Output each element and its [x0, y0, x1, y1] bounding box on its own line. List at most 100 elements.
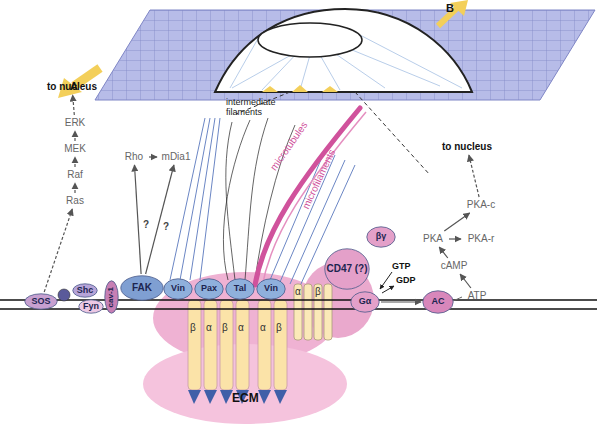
protein-outline [423, 291, 453, 313]
protein-name: AC [432, 297, 445, 306]
signal-arrow [449, 238, 461, 239]
exchange-arrow [382, 286, 394, 293]
edge-label: ? [143, 219, 149, 230]
signal-arrow [73, 95, 75, 115]
integrin-subunits [188, 300, 287, 390]
adaptor-protein [58, 289, 70, 301]
protein-node: Shc [72, 283, 98, 298]
protein-name: Gα [359, 297, 372, 306]
signal-arrow [381, 301, 421, 302]
protein-outline [367, 227, 395, 247]
signal-node: PKA-r [462, 232, 500, 246]
signal-arrow [44, 209, 72, 292]
subunit-label: α [206, 322, 212, 333]
signal-arrow [469, 155, 479, 197]
protein-outline [195, 279, 223, 299]
protein-outline [121, 276, 163, 300]
protein-outline [257, 279, 285, 299]
signal-arrow [74, 131, 75, 141]
signal-name: ERK [65, 118, 86, 129]
substrate-plane [95, 10, 595, 100]
adhesion-patches [262, 85, 338, 92]
signal-arrow [74, 183, 75, 193]
subunit-label: α [295, 286, 301, 297]
protein-name: CD47 (?) [326, 264, 367, 275]
nucleotide-label: GTP [392, 262, 411, 272]
signal-arrow [74, 157, 75, 167]
protein-node: FAK [120, 275, 164, 301]
callout-letter: B [446, 2, 454, 14]
signal-node: ERK [60, 116, 90, 130]
protein-node: Vin [256, 278, 286, 300]
protein-outline [164, 279, 192, 299]
protein-outline [351, 292, 379, 312]
protein-node: AC [422, 290, 454, 314]
protein-outline [25, 294, 57, 309]
signal-name: MEK [64, 144, 86, 155]
protein-node: Tal [225, 278, 255, 300]
structure-label: ECM [232, 392, 259, 405]
subunit-label: β [222, 322, 228, 333]
structure-label: microtubules [268, 120, 310, 173]
signal-arrow [149, 156, 157, 157]
protein-outline [73, 284, 97, 297]
signal-node: Raf [60, 168, 90, 182]
signal-name: PKA [423, 234, 443, 245]
protein-outline [105, 281, 118, 313]
subunit-label: β [276, 322, 282, 333]
signal-name: Rho [125, 152, 143, 163]
protein-outline [79, 300, 103, 313]
nucleotide-label: GDP [396, 276, 416, 286]
exchange-arrow [380, 272, 392, 289]
subunit-label: β [315, 286, 321, 297]
protein-outline [325, 249, 369, 289]
structure-label: intermediate filaments [226, 98, 288, 118]
signal-arrow [439, 247, 448, 258]
signal-name: ATP [468, 291, 487, 302]
signal-node: cAMP [436, 259, 472, 273]
protein-node: βγ [366, 226, 396, 248]
signal-node: mDia1 [158, 150, 194, 164]
signal-arrow [460, 274, 471, 288]
nucleus [258, 23, 362, 57]
protein-node: Gα [350, 291, 380, 313]
protein-node: Vin [163, 278, 193, 300]
signal-node: Rho [120, 150, 148, 164]
protein-name: Fyn [83, 302, 99, 311]
signal-node: MEK [60, 142, 90, 156]
signal-node: Ras [60, 194, 90, 208]
signal-arrow [135, 165, 142, 274]
signal-node: ATP [462, 289, 492, 303]
signal-arrow [146, 165, 174, 274]
signal-name: PKA-c [467, 200, 495, 211]
protein-name: Shc [77, 286, 94, 295]
cell-body [215, 9, 472, 92]
protein-name: βγ [376, 232, 387, 241]
seven-tm-receptor [294, 284, 332, 340]
signal-node: PKA [418, 232, 448, 246]
signal-name: to nucleus [442, 142, 492, 153]
protein-node: Fyn [78, 299, 104, 314]
zoom-line [355, 92, 430, 175]
signal-name: cAMP [441, 261, 468, 272]
protein-node: SOS [24, 293, 58, 310]
signal-name: mDia1 [162, 152, 191, 163]
protein-name: Vin [171, 284, 185, 293]
protein-name: Vin [264, 284, 278, 293]
protein-node: CD47 (?) [324, 248, 370, 290]
protein-name: FAK [132, 283, 152, 294]
edge-label: ? [163, 221, 169, 232]
protein-name: Tal [234, 284, 246, 293]
signal-name: PKA-r [468, 234, 495, 245]
callout-letter: A [70, 80, 78, 92]
signal-node: PKA-c [462, 198, 500, 212]
protein-node: Pax [194, 278, 224, 300]
protein-name: Pax [201, 284, 217, 293]
signal-arrow [444, 213, 469, 231]
subunit-label: α [238, 322, 244, 333]
subunit-label: β [190, 322, 196, 333]
subunit-label: α [260, 322, 266, 333]
signal-name: Raf [67, 170, 83, 181]
